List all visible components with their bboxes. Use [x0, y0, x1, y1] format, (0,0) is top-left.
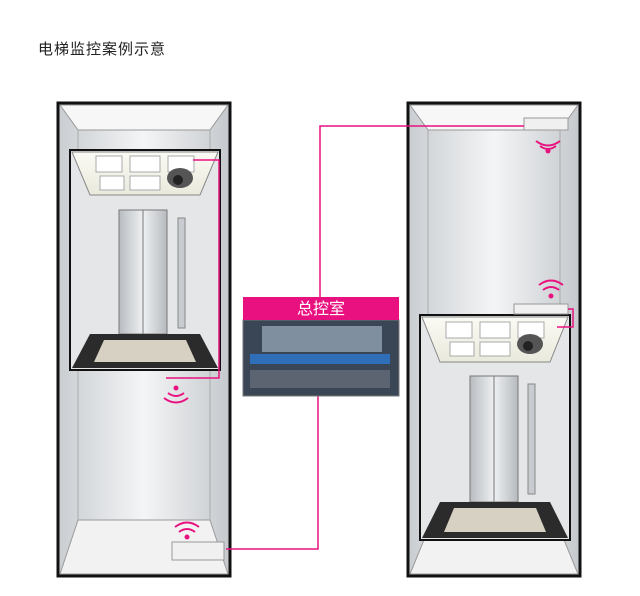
camera-icon: [517, 334, 543, 354]
page-title: 电梯监控案例示意: [38, 40, 167, 58]
ap-device-icon: [513, 303, 569, 315]
ap-device-icon: [523, 117, 569, 131]
control-room-label: 总控室: [243, 297, 399, 320]
network-links: [166, 125, 574, 550]
wifi-icon: [535, 140, 561, 154]
camera-icon: [167, 168, 193, 188]
right-elevator-car: [419, 314, 571, 541]
ap-device-icon: [171, 541, 225, 561]
wifi-icon: [174, 521, 200, 540]
wifi-icon: [538, 279, 564, 299]
monitor-wall-icon: [242, 319, 400, 397]
left-elevator-car: [69, 149, 221, 371]
wifi-icon: [163, 385, 189, 404]
